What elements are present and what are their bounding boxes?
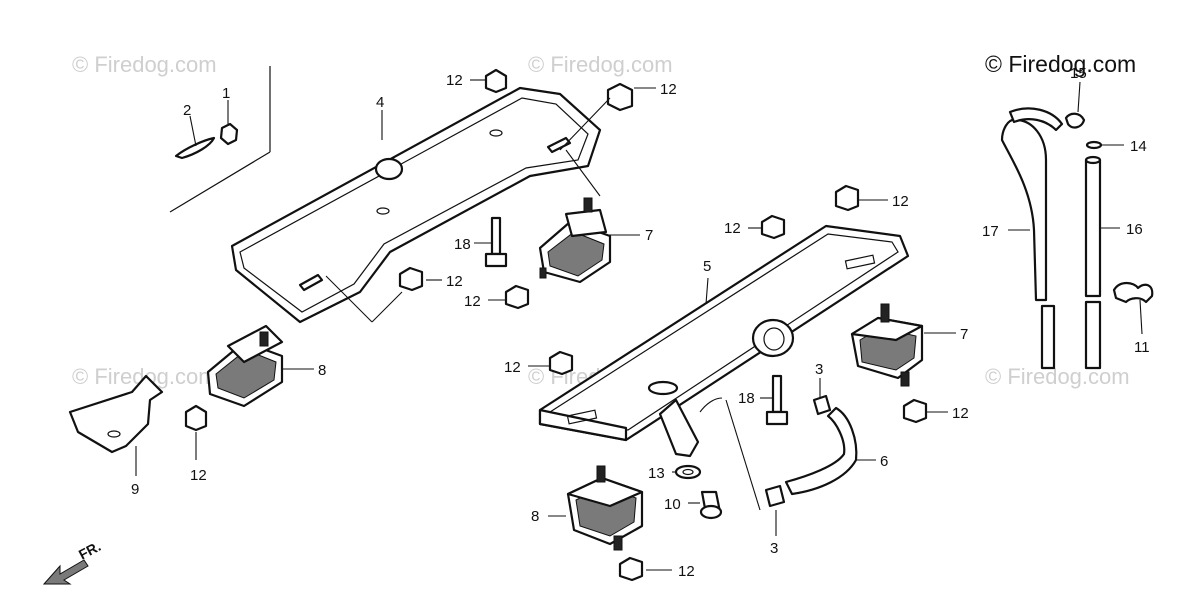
part-18-bolt-upper — [484, 216, 508, 268]
nut-12-j — [618, 556, 644, 582]
reference-bracket — [169, 66, 271, 213]
part-3-clamp-upper — [812, 394, 832, 416]
part-7-mount-upper — [538, 197, 612, 284]
part-12-nuts — [184, 68, 928, 582]
part-5-under-frame — [538, 224, 910, 458]
part-6-hose — [784, 406, 858, 496]
callout-9: 9 — [131, 481, 139, 498]
part-8-mount-left — [206, 324, 284, 408]
callout-7-b: 7 — [960, 326, 968, 343]
part-9-bracket — [68, 374, 164, 454]
callout-12-i: 12 — [952, 405, 969, 422]
callout-18-b: 18 — [738, 390, 755, 407]
callout-12-f: 12 — [724, 220, 741, 237]
callout-12-j: 12 — [678, 563, 695, 580]
part-3-clamp-lower — [764, 484, 786, 508]
nut-12-i — [902, 398, 928, 424]
part-7-mount-right — [850, 303, 924, 387]
nut-12-b — [606, 82, 634, 112]
callout-12-e: 12 — [190, 467, 207, 484]
copyright-text: © Firedog.com — [985, 51, 1136, 77]
part-14-clip — [1085, 140, 1103, 150]
callout-12-a: 12 — [446, 72, 463, 89]
part-15-clip — [1064, 112, 1086, 129]
callout-15: 15 — [1070, 65, 1087, 82]
part-18-bolt-lower — [765, 374, 789, 426]
callout-10: 10 — [664, 496, 681, 513]
part-8-mount-lower — [566, 465, 644, 551]
callout-18-a: 18 — [454, 236, 471, 253]
part-4-under-cover — [230, 86, 602, 324]
callout-1: 1 — [222, 85, 230, 102]
callout-11: 11 — [1134, 339, 1150, 356]
watermark-5: © Firedog.com — [985, 364, 1130, 389]
nut-12-a — [484, 68, 508, 94]
leader-lines — [135, 79, 1143, 571]
callout-12-b: 12 — [660, 81, 677, 98]
callout-12-h: 12 — [504, 359, 521, 376]
callout-12-c: 12 — [446, 273, 463, 290]
callout-7-a: 7 — [645, 227, 653, 244]
watermark-1: © Firedog.com — [72, 52, 217, 77]
nut-12-h — [548, 350, 574, 376]
part-16-tube — [1084, 155, 1102, 370]
front-direction-label: FR. — [76, 538, 103, 563]
part-17-tube — [1000, 107, 1064, 370]
part-11-clip — [1112, 281, 1154, 304]
nut-12-d — [504, 284, 530, 310]
nut-12-f — [760, 214, 786, 240]
callout-4: 4 — [376, 94, 384, 111]
part-10-bolt — [699, 490, 723, 520]
callout-8-b: 8 — [531, 508, 539, 525]
nut-12-g — [834, 184, 860, 212]
callout-17: 17 — [982, 223, 999, 240]
nut-12-e — [184, 404, 208, 432]
callout-5: 5 — [703, 258, 711, 275]
callout-6: 6 — [880, 453, 888, 470]
front-direction-arrow: FR. — [42, 538, 103, 585]
part-13-washer — [674, 464, 702, 480]
watermark-2: © Firedog.com — [528, 52, 673, 77]
callouts: 1 2 4 12 12 12 12 18 7 8 12 9 5 12 12 12… — [131, 65, 1150, 580]
callout-12-g: 12 — [892, 193, 909, 210]
callout-12-d: 12 — [464, 293, 481, 310]
callout-14: 14 — [1130, 138, 1147, 155]
callout-3-a: 3 — [815, 361, 823, 378]
callout-3-b: 3 — [770, 540, 778, 557]
callout-13: 13 — [648, 465, 665, 482]
nut-12-c — [398, 266, 424, 292]
callout-16: 16 — [1126, 221, 1143, 238]
part-1-nut — [219, 122, 239, 146]
part-2-clip — [174, 136, 216, 160]
callout-8-a: 8 — [318, 362, 326, 379]
callout-2: 2 — [183, 102, 191, 119]
